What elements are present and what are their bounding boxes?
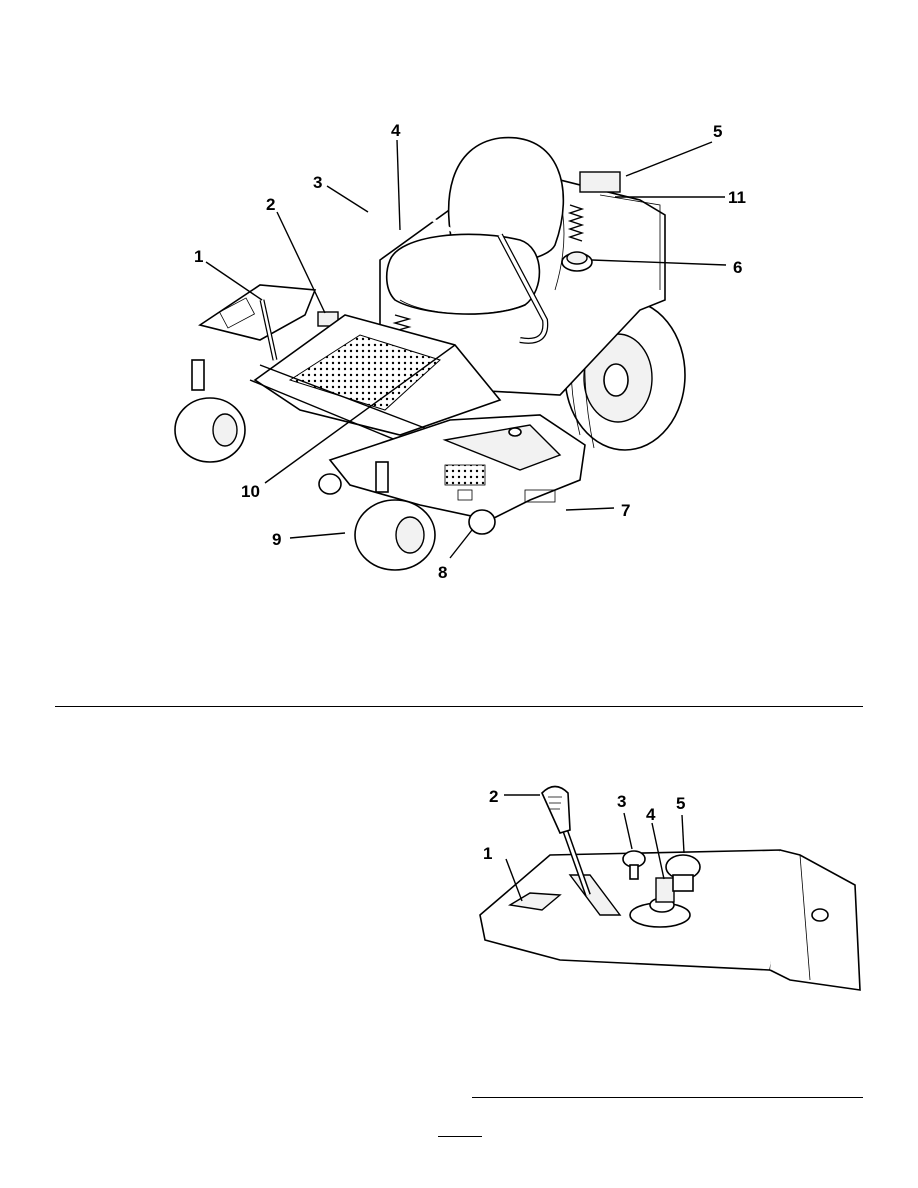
callout-4: 4 bbox=[646, 805, 656, 824]
callout-8: 8 bbox=[438, 563, 447, 582]
callout-11: 11 bbox=[728, 188, 746, 207]
callout-5: 5 bbox=[713, 122, 722, 141]
mower-overview-illustration: 1 2 3 4 5 6 7 8 9 10 11 bbox=[0, 0, 918, 700]
mower-deck bbox=[330, 415, 585, 520]
callout-10: 10 bbox=[241, 482, 260, 501]
callout-5: 5 bbox=[676, 794, 685, 813]
callout-2: 2 bbox=[266, 195, 275, 214]
figure-divider bbox=[55, 706, 863, 707]
front-caster-left bbox=[175, 360, 245, 462]
page-number-rule bbox=[438, 1136, 482, 1137]
callout-6: 6 bbox=[733, 258, 742, 277]
callout-1: 1 bbox=[483, 844, 492, 863]
callout-9: 9 bbox=[272, 530, 281, 549]
control-panel-illustration: 1 2 3 4 5 bbox=[470, 775, 870, 1005]
callout-4: 4 bbox=[391, 121, 401, 140]
callout-2: 2 bbox=[489, 787, 498, 806]
callout-1: 1 bbox=[194, 247, 203, 266]
figure-2-rule bbox=[472, 1097, 863, 1098]
callout-3: 3 bbox=[617, 792, 626, 811]
seat bbox=[387, 138, 564, 314]
fuel-cap bbox=[562, 252, 592, 271]
callout-7: 7 bbox=[621, 501, 630, 520]
callout-3: 3 bbox=[313, 173, 322, 192]
